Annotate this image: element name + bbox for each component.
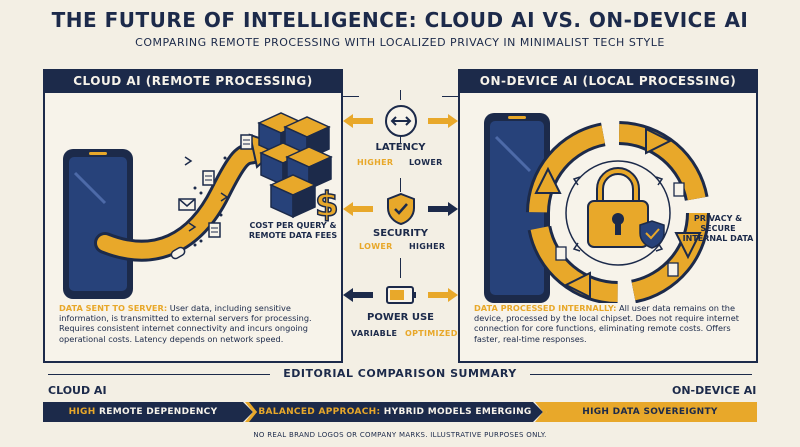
shield-check-icon xyxy=(639,220,665,249)
power-use-metric: POWER USE VARIABLE OPTIMIZED xyxy=(343,282,458,346)
latency-label: LATENCY xyxy=(375,142,426,153)
cloud-ai-heading: CLOUD AI (REMOTE PROCESSING) xyxy=(43,69,343,93)
latency-cloud-value: HIGHER xyxy=(357,158,394,167)
inner-arrows xyxy=(572,176,664,252)
summary-rule-right xyxy=(530,374,752,375)
divider-line xyxy=(400,136,401,144)
chevron-icons xyxy=(184,156,229,232)
cloud-caption-body: User data, including sensitive informati… xyxy=(59,303,312,344)
document-icon xyxy=(555,246,567,261)
battery-icon xyxy=(386,286,416,304)
hybrid-rest: HYBRID MODELS EMERGING xyxy=(380,407,532,417)
hybrid-text: BALANCED APPROACH: HYBRID MODELS EMERGIN… xyxy=(255,402,535,422)
divider-line xyxy=(400,178,401,192)
server-stack-icon xyxy=(257,112,333,219)
summary-rule-left xyxy=(48,374,270,375)
security-device-value: HIGHER xyxy=(409,242,446,251)
connector-line xyxy=(343,96,359,97)
device-caption: DATA PROCESSED INTERNALLY: All user data… xyxy=(474,303,746,344)
data-sovereignty-segment xyxy=(537,402,757,422)
divider-line xyxy=(400,258,401,278)
latency-device-value: LOWER xyxy=(409,158,443,167)
device-caption-body: All user data remains on the device, pro… xyxy=(474,303,739,344)
device-caption-lead: DATA PROCESSED INTERNALLY: xyxy=(474,303,617,313)
security-cloud-value: LOWER xyxy=(359,242,393,251)
power-device-value: OPTIMIZED xyxy=(405,329,458,338)
hybrid-lead: BALANCED APPROACH: xyxy=(258,407,381,417)
document-icon xyxy=(240,134,253,150)
right-arrow-icon xyxy=(428,202,458,216)
document-icon xyxy=(202,170,215,186)
connector-line xyxy=(442,96,458,97)
smartphone-icon xyxy=(63,149,133,299)
power-use-label: POWER USE xyxy=(366,312,435,323)
hybrid-segment xyxy=(247,402,543,422)
remote-dependency-text: HIGH REMOTE DEPENDENCY xyxy=(43,402,243,422)
envelope-icon xyxy=(178,198,196,211)
remote-dependency-rest: REMOTE DEPENDENCY xyxy=(95,407,218,417)
document-icon xyxy=(667,262,679,277)
cloud-caption-lead: DATA SENT TO SERVER: xyxy=(59,303,168,313)
on-device-ai-panel: ON-DEVICE AI (LOCAL PROCESSING) xyxy=(458,69,758,363)
divider-line xyxy=(400,90,401,100)
right-arrow-icon xyxy=(428,288,458,302)
latency-metric: LATENCY HIGHER LOWER xyxy=(343,104,458,174)
security-label: SECURITY xyxy=(373,228,428,239)
left-arrow-icon xyxy=(343,114,373,128)
on-device-ai-heading: ON-DEVICE AI (LOCAL PROCESSING) xyxy=(458,69,758,93)
device-illustration xyxy=(484,113,710,303)
summary-title: EDITORIAL COMPARISON SUMMARY xyxy=(283,367,517,380)
cycle-arrows-icon xyxy=(526,121,710,303)
remote-dependency-lead: HIGH xyxy=(68,407,96,417)
dollar-icon: $ xyxy=(315,185,339,225)
privacy-note: PRIVACY & SECURE INTERNAL DATA xyxy=(682,214,754,243)
page-title: THE FUTURE OF INTELLIGENCE: CLOUD AI VS.… xyxy=(51,8,749,32)
left-arrow-icon xyxy=(343,288,373,302)
document-icon xyxy=(208,222,221,238)
data-sovereignty-text: HIGH DATA SOVEREIGNTY xyxy=(582,407,718,417)
left-arrow-icon xyxy=(343,202,373,216)
right-arrow-icon xyxy=(428,114,458,128)
double-arrow-icon xyxy=(385,105,417,137)
shield-check-icon xyxy=(387,192,415,226)
cloud-caption: DATA SENT TO SERVER: User data, includin… xyxy=(59,303,331,344)
comparison-spectrum-bar xyxy=(43,402,757,422)
summary-cloud-label: CLOUD AI xyxy=(48,384,107,397)
remote-dependency-segment xyxy=(43,402,253,422)
padlock-icon xyxy=(587,167,649,248)
power-cloud-value: VARIABLE xyxy=(351,329,398,338)
cloud-illustration: $ xyxy=(63,112,339,299)
page-subtitle: COMPARING REMOTE PROCESSING WITH LOCALIZ… xyxy=(135,36,665,49)
cost-note: COST PER QUERY & REMOTE DATA FEES xyxy=(248,221,338,240)
document-icon xyxy=(673,182,685,197)
smartphone-icon xyxy=(484,113,550,303)
footnote: NO REAL BRAND LOGOS OR COMPANY MARKS. IL… xyxy=(253,431,547,439)
pill-icon xyxy=(170,246,186,260)
data-dots xyxy=(193,156,227,247)
summary-device-label: ON-DEVICE AI xyxy=(672,384,757,397)
security-metric: SECURITY LOWER HIGHER xyxy=(343,192,458,256)
cloud-ai-panel: CLOUD AI (REMOTE PROCESSING) xyxy=(43,69,343,363)
